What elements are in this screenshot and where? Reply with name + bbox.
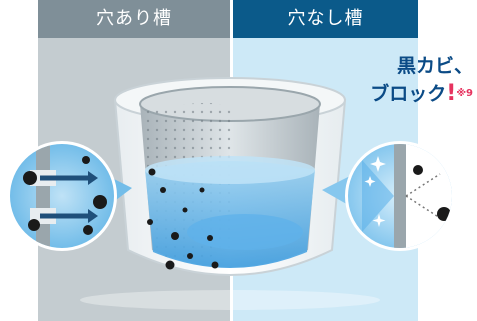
mold-spore-icon: [83, 225, 93, 235]
mold-spore-icon: [28, 219, 40, 231]
mold-spore-icon: [23, 171, 37, 185]
water: [145, 156, 315, 268]
callout-line2: ブロック: [370, 83, 447, 105]
mold-spore-icon: [147, 219, 153, 225]
mold-spore-icon: [182, 207, 188, 213]
mold-spore-icon: [199, 187, 205, 193]
right-zoom-bubble: [322, 141, 455, 251]
mold-spore-icon: [93, 195, 107, 209]
water-flow-arrow-icon: [40, 171, 98, 223]
mold-spore-icon: [187, 253, 193, 259]
mold-spore-icon: [160, 187, 166, 193]
mold-spore-icon: [171, 232, 179, 240]
mold-spore-icon: [165, 260, 175, 270]
callout-line1: 黒カビ、: [396, 55, 473, 77]
left-zoom-bubble: [7, 141, 132, 251]
tub-shadow: [80, 290, 380, 310]
header-non-perforated-tub: 穴なし槽: [233, 0, 418, 38]
mold-spores-tub: [147, 168, 219, 270]
callout-text: 黒カビ、 ブロック!※9: [323, 52, 473, 108]
sparkle-icon: [364, 156, 386, 227]
header-perforated-tub: 穴あり槽: [38, 0, 230, 38]
mold-spore-icon: [211, 261, 219, 269]
mold-spore-icon: [82, 156, 90, 164]
footnote-mark: ※9: [456, 88, 473, 99]
mold-spore-icon: [148, 168, 156, 176]
callout-exclamation: !: [446, 81, 457, 106]
mold-spore-icon: [413, 165, 423, 175]
mold-spore-icon: [207, 235, 213, 241]
